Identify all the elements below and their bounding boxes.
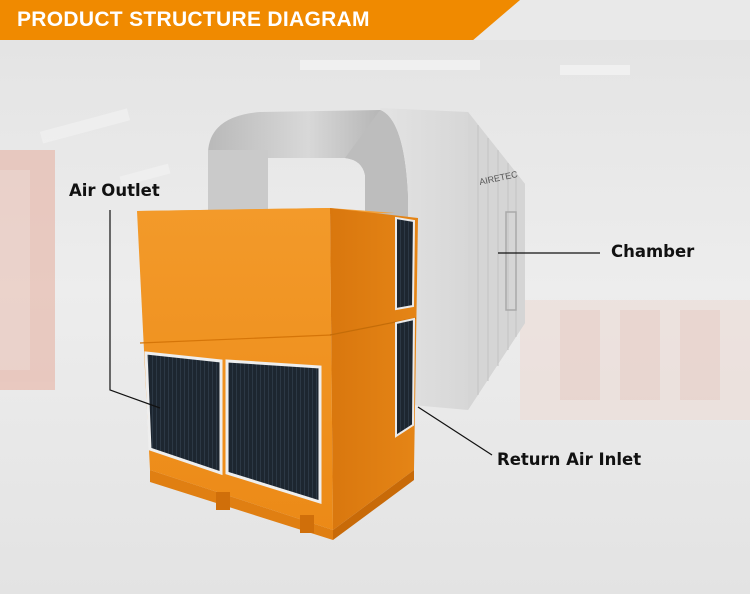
return-air-inlet-label: Return Air Inlet — [497, 450, 642, 469]
page-title: PRODUCT STRUCTURE DIAGRAM — [17, 8, 370, 31]
chamber-label: Chamber — [611, 242, 695, 261]
air-outlet-leader — [109, 210, 161, 409]
banner-bar — [0, 0, 520, 40]
return-air-inlet-leader — [417, 406, 493, 456]
callout-lines — [109, 210, 600, 456]
header-banner: PRODUCT STRUCTURE DIAGRAM — [0, 0, 750, 40]
chamber-body: AIRETEC — [208, 108, 525, 410]
air-outlet-label: Air Outlet — [69, 181, 160, 200]
heat-pump-unit — [137, 208, 418, 540]
scene-drawing: AIRETEC — [0, 60, 750, 540]
factory-background — [0, 60, 750, 420]
product-illustration: AIRETEC — [0, 40, 750, 594]
